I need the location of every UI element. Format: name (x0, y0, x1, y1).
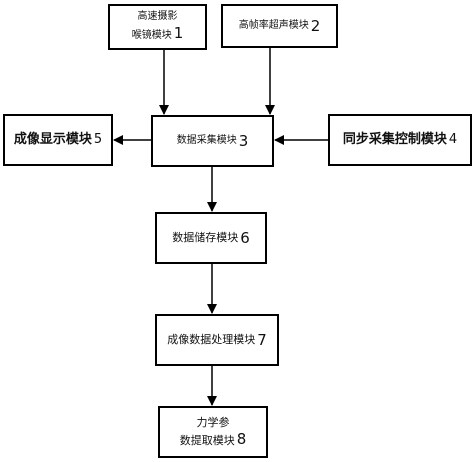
box-1-line-1: 高速摄影 (137, 11, 178, 23)
box-5-number: 5 (93, 131, 103, 147)
box-5-label: 成像显示模块 (13, 131, 92, 147)
box-3-label: 数据采集模块 (176, 134, 237, 146)
box-2-number: 2 (310, 16, 321, 35)
box-2-label: 高帧率超声模块 (238, 19, 309, 31)
box-8-line-2: 数提取模块 (179, 433, 235, 447)
box-4-label: 同步采集控制模块 (342, 131, 447, 147)
box-7-number: 7 (257, 330, 267, 349)
box-7-label: 成像数据处理模块 (167, 333, 256, 347)
box-1-number: 1 (173, 23, 184, 42)
box-8-line-1: 力学参 (196, 415, 230, 429)
box-8-number: 8 (236, 429, 247, 448)
box-6-label: 数据储存模块 (172, 231, 239, 245)
box-6-number: 6 (240, 228, 250, 247)
box-1-line-2: 喉镜模块 (131, 29, 172, 41)
box-4-number: 4 (448, 131, 458, 147)
box-3-number: 3 (238, 131, 249, 150)
